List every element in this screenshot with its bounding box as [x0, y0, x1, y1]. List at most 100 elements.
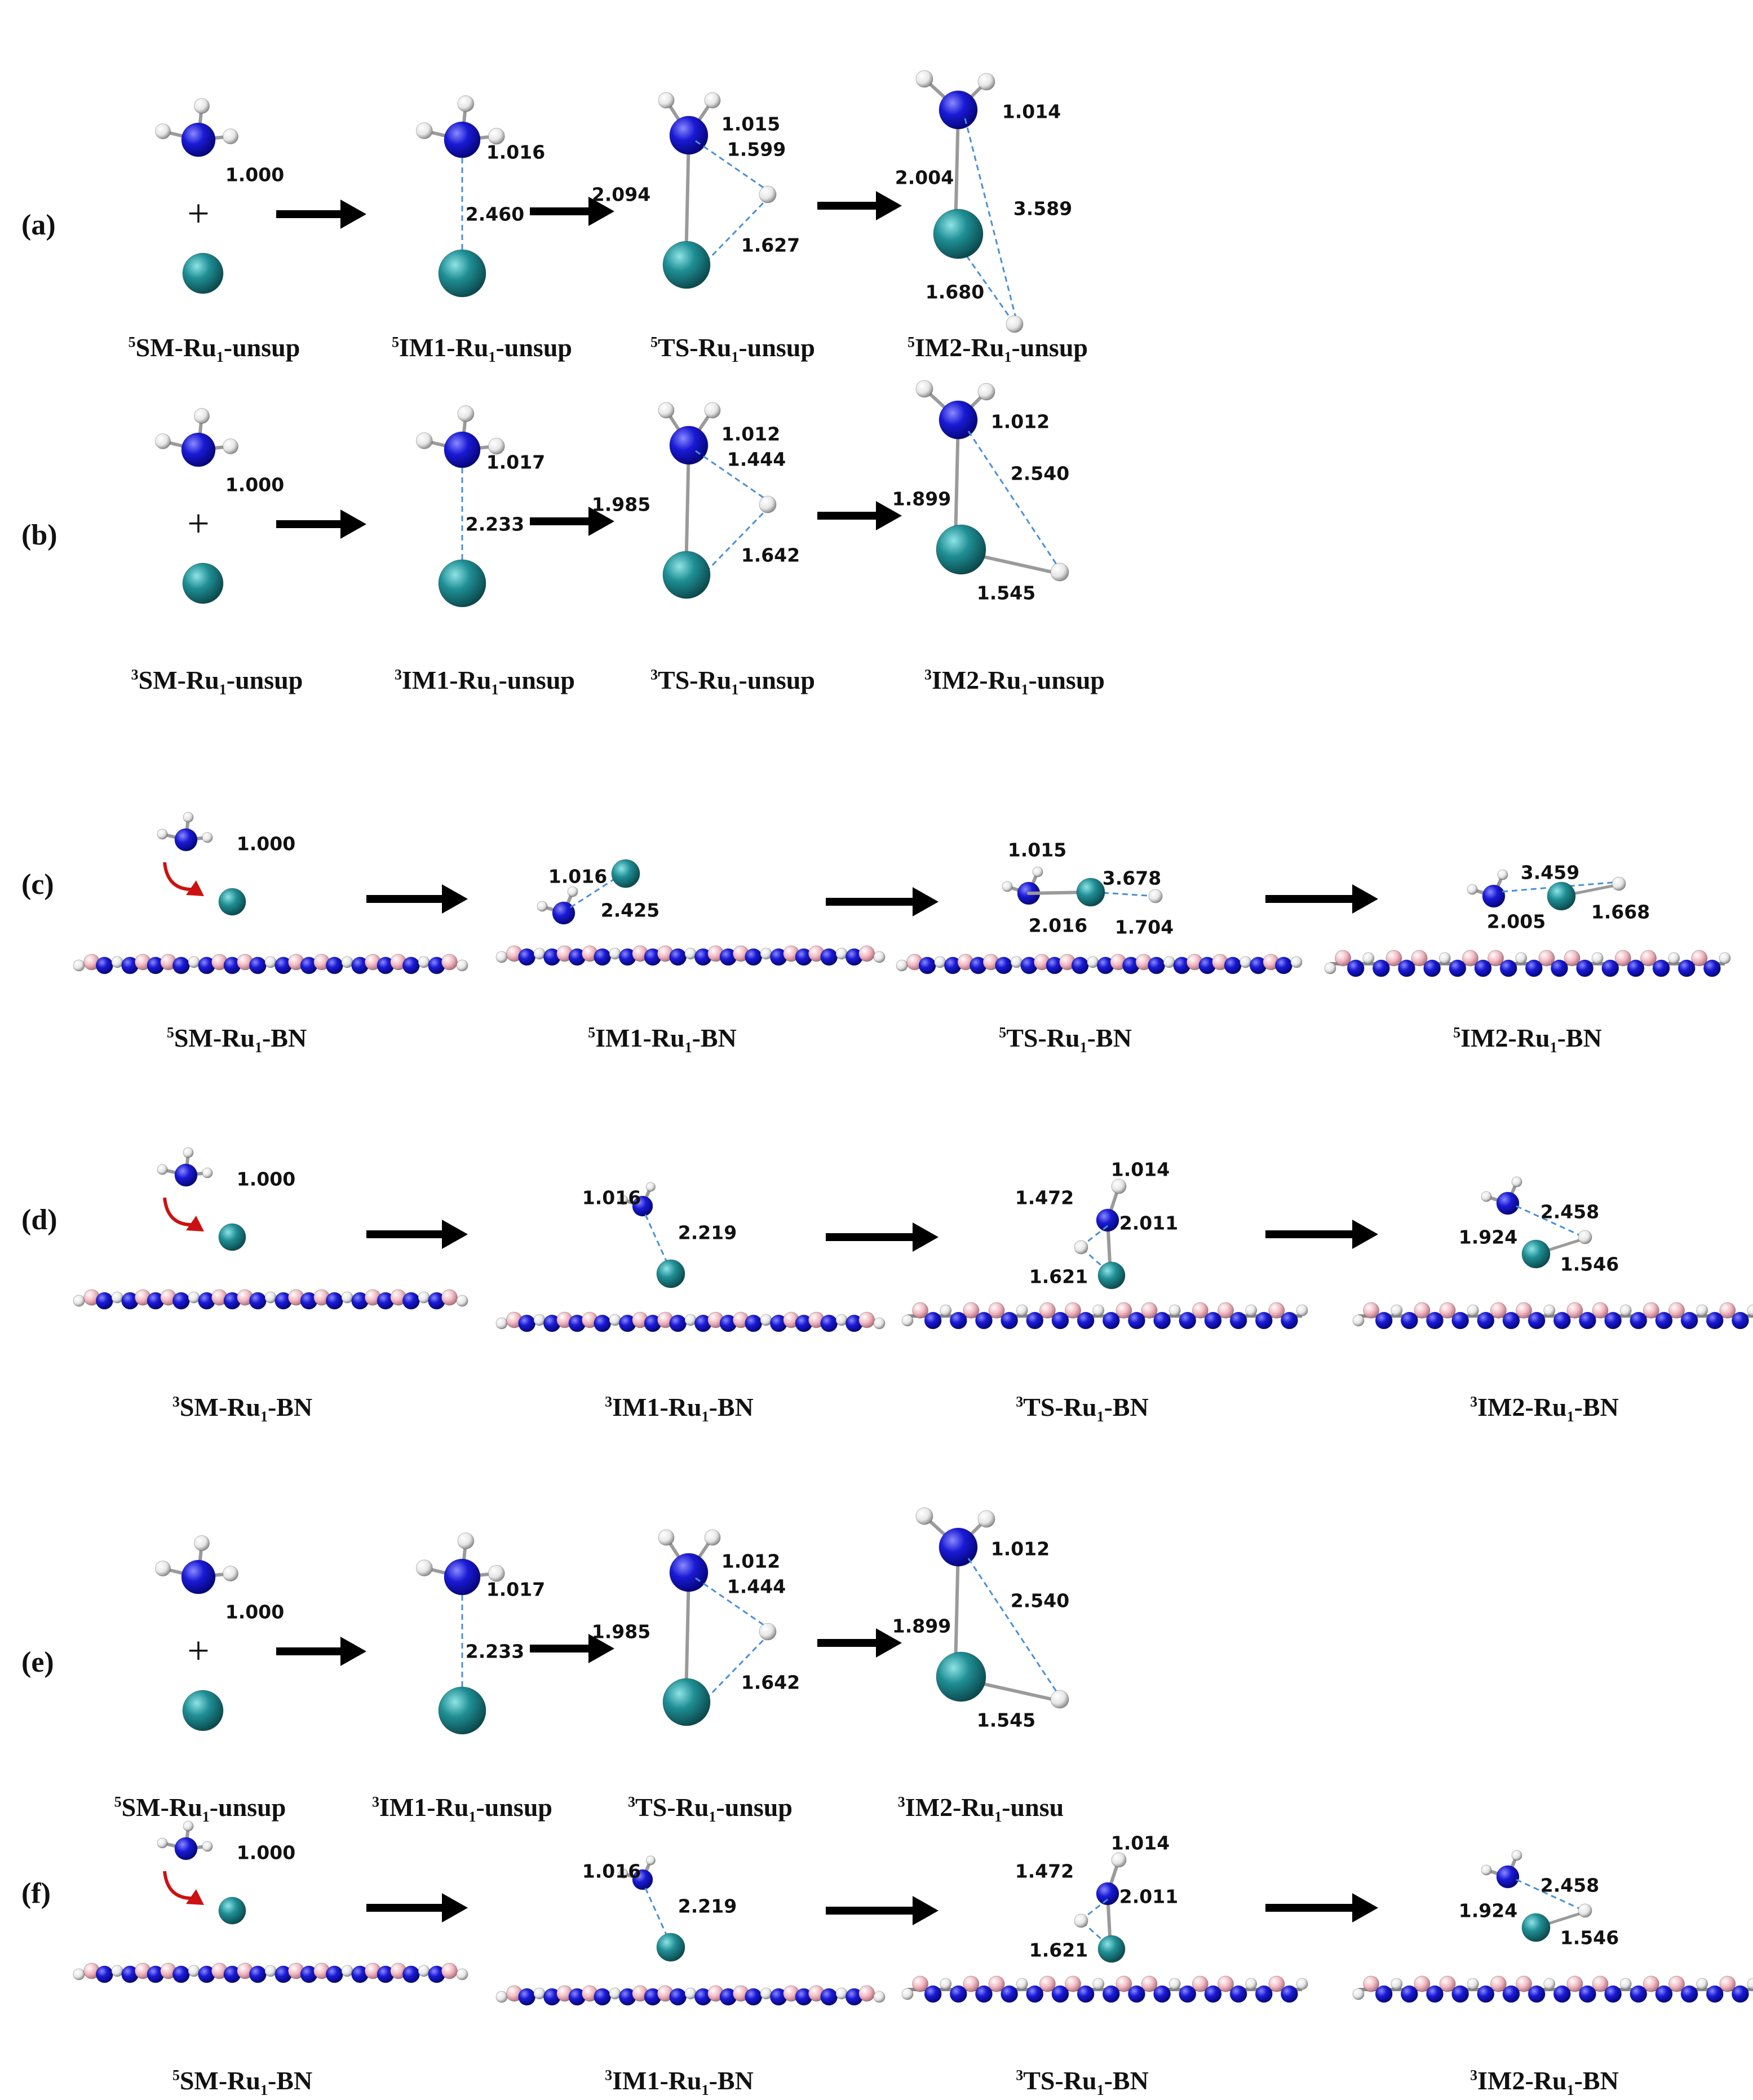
n-atom	[325, 1965, 343, 1983]
h-atom	[157, 1164, 168, 1175]
b-atom	[912, 1302, 929, 1319]
structure-caption: 5TS-Ru1-BN	[999, 1024, 1132, 1056]
ru-atom	[936, 1651, 986, 1702]
panel-label: (f)	[21, 1877, 51, 1910]
n-atom	[1528, 1312, 1546, 1330]
b-atom	[1065, 1975, 1082, 1992]
structure-caption: 3IM2-Ru1-unsu	[897, 1793, 1064, 1826]
n-atom	[1630, 1312, 1648, 1330]
reaction-arrow-shaft	[366, 1904, 444, 1912]
bond-distance-label: 1.545	[976, 1709, 1036, 1731]
b-atom	[988, 1975, 1005, 1992]
structure-caption: 3TS-Ru1-unsup	[650, 666, 815, 698]
n-atom	[949, 1985, 967, 2003]
structure-caption: 3TS-Ru1-BN	[1016, 1393, 1149, 1425]
ru-atom	[182, 562, 224, 604]
h-atom	[155, 433, 171, 449]
n-atom	[1731, 1985, 1749, 2003]
n-atom	[594, 948, 612, 966]
reaction-arrow-head	[442, 1220, 468, 1249]
reaction-arrow-head	[340, 200, 366, 229]
b-atom	[1218, 1302, 1234, 1319]
dashed-bond	[964, 118, 1019, 325]
h-atom	[658, 402, 675, 419]
n-atom	[669, 116, 709, 155]
reaction-arrow-shaft	[826, 898, 915, 906]
bond-distance-label: 2.011	[1119, 1885, 1179, 1908]
n-atom	[1153, 1985, 1171, 2003]
bond-distance-label: 1.012	[721, 423, 781, 445]
structure-caption: 5SM-Ru1-BN	[166, 1024, 307, 1056]
n-atom	[820, 1314, 838, 1332]
structure-caption: 3SM-Ru1-BN	[172, 1393, 313, 1425]
b-atom	[1592, 1302, 1609, 1319]
ru-atom	[218, 888, 246, 916]
reaction-arrow-head	[588, 1634, 614, 1663]
h-atom	[264, 956, 277, 968]
b-atom	[1691, 950, 1708, 967]
n-atom	[402, 956, 420, 974]
ru-atom	[662, 241, 711, 289]
n-atom	[1204, 1985, 1222, 2003]
dashed-bond	[1082, 1225, 1108, 1247]
n-atom	[1731, 1312, 1749, 1330]
reaction-arrow-head	[340, 510, 366, 539]
bond-distance-label: 1.599	[727, 138, 786, 161]
reaction-arrow-head	[876, 501, 902, 530]
n-atom	[1102, 1985, 1120, 2003]
h-atom	[1296, 1978, 1308, 1990]
n-atom	[1375, 1985, 1393, 2003]
n-atom	[1229, 1985, 1247, 2003]
n-atom	[1477, 1985, 1495, 2003]
b-atom	[1192, 1302, 1208, 1319]
reaction-arrow-head	[913, 1222, 939, 1252]
n-atom	[1347, 959, 1365, 977]
adsorption-arrow-head	[186, 1889, 204, 1905]
b-atom	[858, 945, 875, 962]
h-atom	[1719, 952, 1731, 964]
n-atom	[402, 1965, 420, 1983]
h-atom	[1050, 1690, 1069, 1709]
n-atom	[325, 956, 343, 974]
n-atom	[949, 1312, 967, 1330]
h-atom	[73, 1295, 85, 1307]
n-atom	[95, 1965, 113, 1983]
n-atom	[518, 1988, 536, 2006]
n-atom	[402, 1292, 420, 1310]
h-atom	[618, 1195, 628, 1205]
n-atom	[1179, 1985, 1197, 2003]
n-atom	[1680, 1312, 1698, 1330]
n-atom	[1400, 1312, 1418, 1330]
b-atom	[1614, 950, 1631, 967]
bond-distance-label: 3.459	[1520, 861, 1580, 884]
bond-distance-label: 1.642	[741, 1671, 800, 1694]
h-atom	[341, 1291, 353, 1304]
ru-atom	[218, 1897, 246, 1925]
h-atom	[759, 1623, 777, 1641]
bond-distance-label: 2.458	[1540, 1200, 1600, 1223]
bond-distance-label: 1.012	[990, 410, 1050, 433]
reaction-arrow-shaft	[276, 210, 343, 218]
reaction-arrow-shaft	[1265, 1904, 1354, 1912]
n-atom	[325, 1292, 343, 1310]
h-atom	[264, 1291, 277, 1304]
n-atom	[939, 400, 978, 440]
h-atom	[1296, 1304, 1308, 1317]
structure-caption: 5TS-Ru1-unsup	[650, 333, 815, 366]
structure-caption: 5SM-Ru1-unsup	[114, 1793, 286, 1826]
n-atom	[181, 122, 216, 157]
n-atom	[249, 956, 267, 974]
bond-distance-label: 1.621	[1029, 1265, 1088, 1288]
structure-caption: 3IM1-Ru1-unsup	[371, 1793, 553, 1826]
n-atom	[1274, 956, 1292, 974]
bond-distance-label: 1.000	[225, 163, 285, 186]
reaction-arrow-head	[913, 1896, 939, 1925]
panel-label: (d)	[21, 1204, 57, 1236]
n-atom	[594, 1314, 612, 1332]
b-atom	[1516, 1975, 1533, 1992]
h-atom	[896, 959, 908, 972]
bond-distance-label: 2.233	[465, 1640, 525, 1663]
n-atom	[1627, 959, 1645, 977]
n-atom	[669, 1988, 687, 2006]
